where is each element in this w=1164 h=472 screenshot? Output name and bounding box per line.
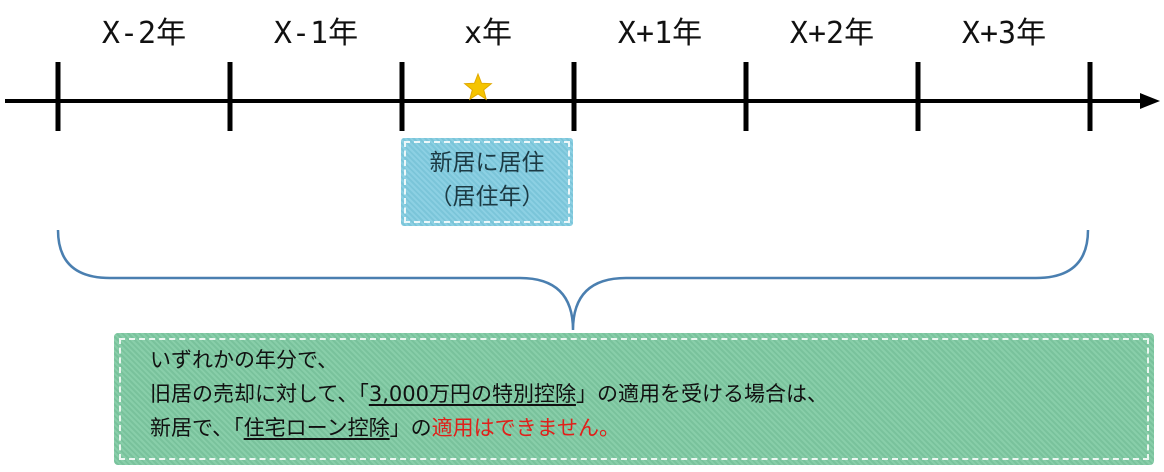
curly-brace [56,229,1090,331]
note-line2-suffix: 」の適用を受ける場合は、 [575,382,828,406]
year-label-x-plus-3: X+3年 [961,16,1047,51]
year-label-x-minus-2: X-2年 [101,16,187,51]
year-ticks [55,62,1093,131]
note-line1: いずれかの年分で、 [150,348,339,372]
note-box: いずれかの年分で、 旧居の売却に対して、「3,000万円の特別控除」の適用を受け… [114,333,1154,465]
year-label-x-minus-1: X-1年 [273,16,359,51]
note-line3-mid: 」の [389,416,432,440]
housing-loan-deduction-term: 住宅ローン控除 [243,416,390,440]
year-label-x-plus-2: X+2年 [789,16,875,51]
note-line3: 新居で、「住宅ローン控除」の適用はできません。 [150,411,1154,445]
note-line3-prefix: 新居で、「 [150,416,244,440]
year-label-x-plus-1: X+1年 [617,16,703,51]
note-line2-prefix: 旧居の売却に対して、「 [150,382,369,406]
residence-box-line2: （居住年） [429,184,545,210]
not-applicable-warning: 適用はできません。 [431,416,620,440]
note-line2: 旧居の売却に対して、「3,000万円の特別控除」の適用を受ける場合は、 [150,377,1154,411]
special-deduction-term: 3,000万円の特別控除 [368,382,576,406]
star-icon [463,72,493,101]
residence-box-line1: 新居に居住 [429,150,545,176]
residence-box: 新居に居住 （居住年） [401,138,573,226]
timeline-arrowhead [1140,93,1160,109]
year-label-x: x年 [463,16,513,51]
